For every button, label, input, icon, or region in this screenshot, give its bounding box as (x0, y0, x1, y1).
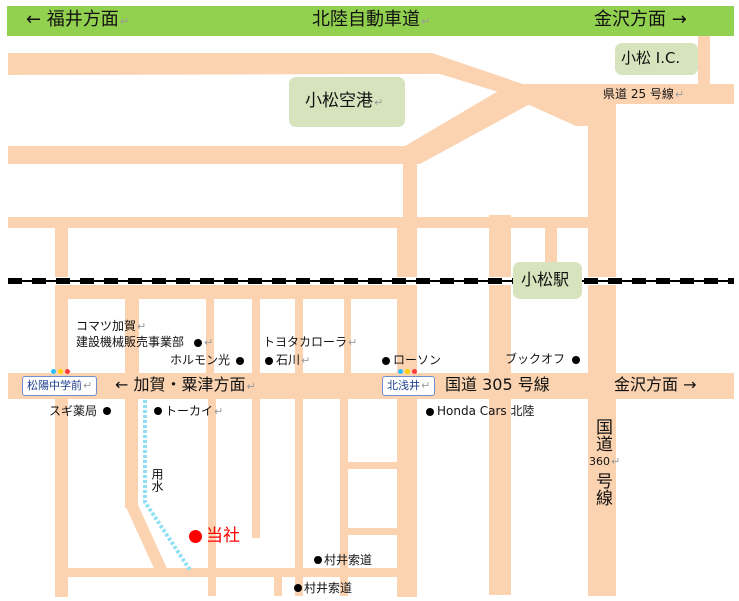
poi-murai1: 村井索道 (324, 553, 373, 567)
banner-left-label: ← 福井方面↵ (26, 9, 130, 30)
local-road-v3 (252, 298, 260, 374)
banner-center-label: 北陸自動車道↵ (312, 9, 431, 30)
kendo25-road (500, 84, 734, 104)
poi-toyota: トヨタカローラ↵ (263, 335, 358, 349)
local-road-v8 (252, 398, 260, 538)
poi-tokai: トーカイ↵ (165, 404, 224, 418)
kokudo360-num: 360↵ (589, 455, 621, 468)
station-box (513, 262, 582, 299)
poi-ishikawa-dot (265, 357, 273, 365)
expressway-banner (7, 6, 734, 36)
poi-honda: Honda Cars 北陸 (437, 404, 535, 418)
local-road-h4 (55, 568, 397, 577)
waterway-label: 用水 (150, 468, 164, 492)
poi-murai1-dot (314, 556, 322, 564)
road-left-vertical (55, 227, 68, 597)
local-road-v6 (125, 398, 138, 508)
local-road-h1 (68, 285, 398, 299)
route305-road (8, 373, 734, 399)
local-road-v1 (125, 292, 139, 378)
shoyo-intersection-badge: 松陽中学前↵ (22, 376, 98, 396)
company-label: 当社 (206, 526, 240, 546)
ic-label: 小松 I.C. (621, 49, 681, 67)
banner-right-label: 金沢方面 → (594, 9, 687, 30)
station-label: 小松駅 (521, 270, 570, 289)
expressway-band (8, 53, 612, 126)
poi-bookoff-dot (572, 356, 580, 364)
kokudo360-line2: 号線 (592, 472, 612, 506)
poi-ishikawa: 石川↵ (276, 353, 311, 367)
poi-komatsu-dot (194, 339, 202, 347)
kitaazai-intersection-badge: 北浅井↵ (382, 376, 436, 396)
road-central-vertical (397, 227, 417, 597)
poi-komatsu-ret: ↵ (204, 336, 214, 349)
airport-box (289, 77, 405, 127)
local-road-v9 (295, 398, 303, 596)
poi-murai2-dot (294, 584, 302, 592)
poi-murai2: 村井索道 (304, 581, 353, 595)
company-marker (189, 530, 202, 543)
poi-komatsu-kaga-2: 建設機械販売事業部 (76, 335, 185, 349)
local-road-v10 (340, 398, 348, 596)
poi-komatsu-kaga-1: コマツ加賀↵ (76, 319, 147, 333)
shoyo-signal-icon (51, 369, 72, 374)
airport-label: 小松空港↵ (305, 91, 384, 111)
poi-bookoff: ブックオフ (505, 352, 566, 366)
poi-horumon-dot (236, 357, 244, 365)
local-road-v7 (208, 398, 216, 596)
kokudo305-label: 国道 305 号線 (445, 375, 550, 394)
road-north-horizontal (8, 217, 588, 228)
ic-box (615, 43, 698, 75)
kanazawa-east-label: 金沢方面 → (614, 375, 697, 394)
poi-sugi-dot (103, 407, 111, 415)
poi-tokai-dot (154, 407, 162, 415)
poi-lawson-dot (382, 357, 390, 365)
poi-sugi: スギ薬局 (49, 404, 98, 418)
road-honda-vertical (489, 215, 511, 595)
local-road-v5 (344, 298, 351, 374)
poi-honda-dot (426, 408, 434, 416)
local-road-v11 (274, 574, 282, 596)
local-road-h3 (340, 528, 398, 535)
central-north-road (403, 155, 417, 235)
kitaazai-signal-icon (398, 369, 419, 374)
local-road-v2 (206, 298, 214, 374)
kokudo360-line1: 国道 (592, 418, 612, 452)
ic-connector (698, 32, 710, 92)
local-road-diagonal (125, 505, 170, 575)
route360-road (588, 104, 616, 596)
kaga-awazu-label: ← 加賀・粟津方面↵ (115, 375, 256, 394)
local-road-h2 (340, 462, 398, 469)
kendo25-label: 県道 25 号線↵ (603, 87, 685, 101)
airport-access-road (8, 90, 530, 164)
local-road-v4 (295, 298, 303, 374)
waterway-line (143, 400, 192, 572)
poi-lawson: ローソン (393, 353, 442, 367)
poi-horumon: ホルモン光 (170, 353, 231, 367)
